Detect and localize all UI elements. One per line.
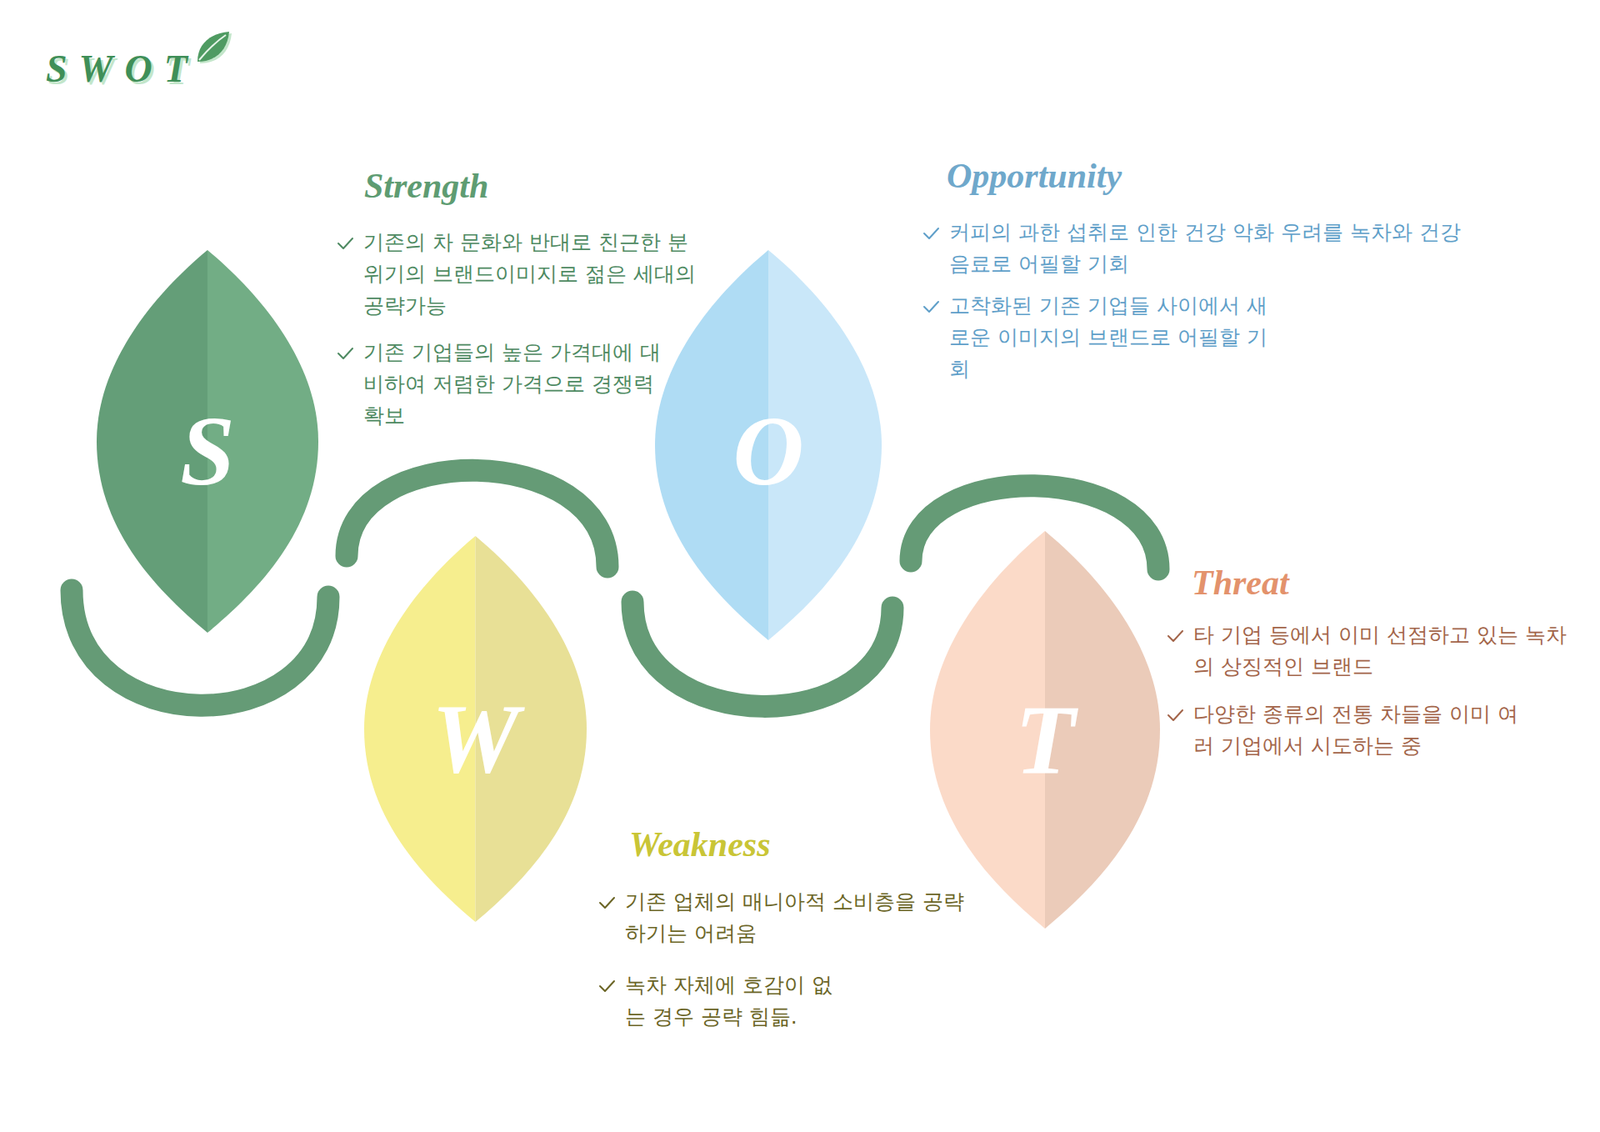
bullet-text: 녹차 자체에 호감이 없는 경우 공략 힘듦.: [625, 969, 850, 1033]
bullet-text: 기존 기업들의 높은 가격대에 대비하여 저렴한 가격으로 경쟁력 확보: [363, 336, 668, 432]
check-mark: [922, 225, 941, 241]
title-leaf-vein: [199, 35, 226, 60]
check-mark: [598, 895, 617, 910]
leaf-letter: O: [732, 402, 804, 501]
section-heading: Weakness: [629, 823, 771, 865]
bullet-text: 기존 업체의 매니아적 소비층을 공략하기는 어려움: [625, 885, 971, 950]
swot-leaf: W: [364, 535, 587, 922]
check-stroke: [1168, 710, 1183, 720]
bullet-text: 타 기업 등에서 이미 선점하고 있는 녹차의 상징적인 브랜드: [1193, 619, 1570, 683]
swot-leaf: S: [96, 250, 319, 633]
leaf-letter: S: [180, 402, 235, 501]
swot-leaf: O: [655, 250, 882, 640]
diagram-title: SWOT: [45, 50, 200, 89]
check-mark: [922, 299, 941, 315]
check-mark: [1166, 628, 1185, 644]
leaf-letter: T: [1015, 691, 1075, 790]
section-heading: Threat: [1191, 561, 1290, 604]
check-stroke: [338, 238, 353, 249]
check-stroke: [924, 228, 939, 239]
check-mark: [336, 235, 355, 251]
bullet-text: 고착화된 기존 기업들 사이에서 새로운 이미지의 브랜드로 어필할 기회: [949, 290, 1283, 385]
check-stroke: [338, 348, 353, 359]
check-stroke: [600, 980, 615, 991]
leaf-letter: W: [431, 690, 520, 789]
swot-leaf: T: [930, 530, 1160, 929]
bullet-text: 기존의 차 문화와 반대로 친근한 분위기의 브랜드이미지로 젊은 세대의 공략…: [363, 226, 705, 322]
bullet-text: 커피의 과한 섭취로 인한 건강 악화 우려를 녹차와 건강음료로 어필할 기회: [949, 216, 1480, 280]
check-mark: [1166, 707, 1185, 723]
check-stroke: [924, 301, 939, 312]
check-stroke: [1168, 630, 1183, 641]
check-stroke: [600, 897, 615, 908]
check-mark: [336, 345, 355, 361]
title-leaf: [197, 31, 230, 62]
section-heading: Strength: [364, 165, 489, 207]
check-mark: [598, 978, 617, 994]
section-heading: Opportunity: [946, 155, 1122, 197]
bullet-text: 다양한 종류의 전통 차들을 이미 여러 기업에서 시도하는 중: [1193, 698, 1535, 762]
